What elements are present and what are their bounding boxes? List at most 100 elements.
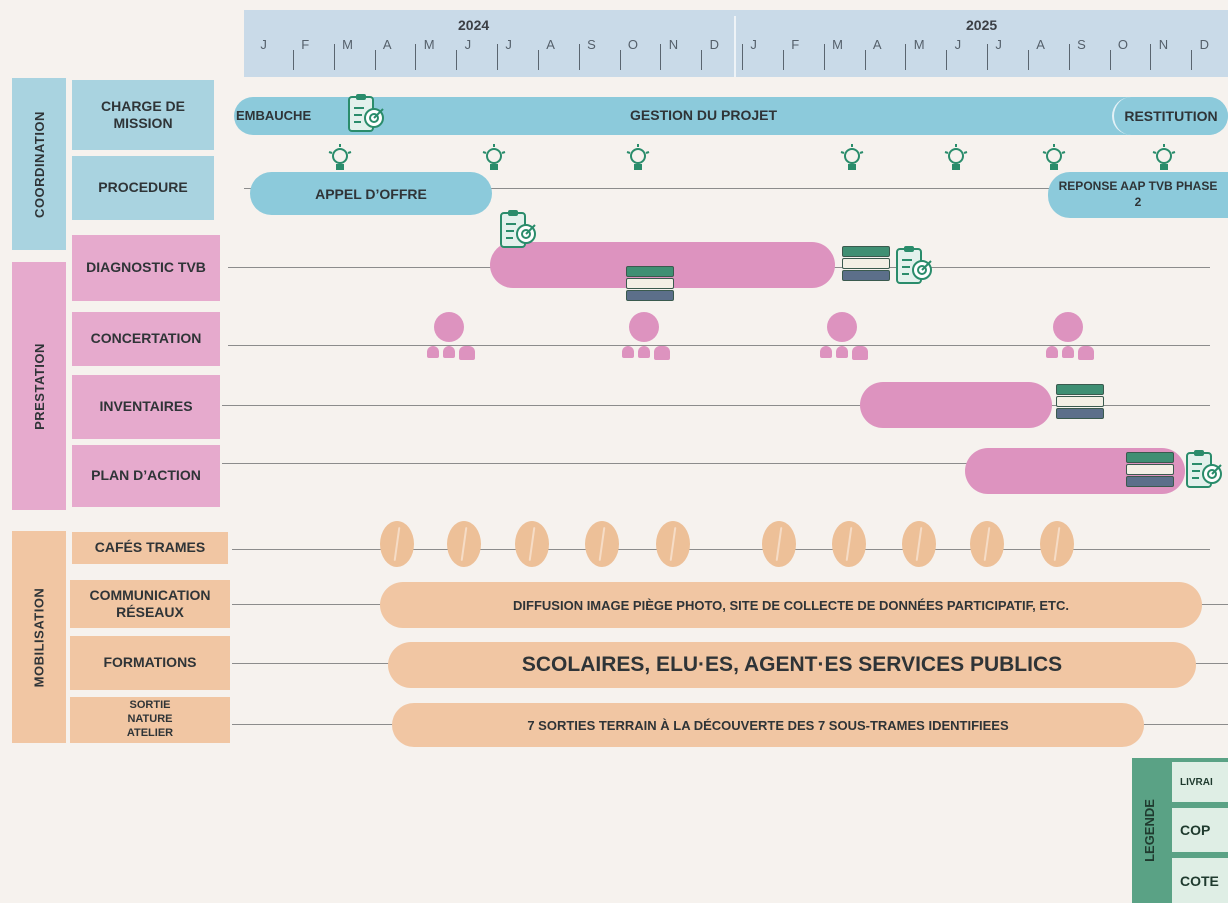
coffee-bean-icon — [832, 521, 866, 567]
lightbulb-icon — [1042, 144, 1066, 170]
month-tick — [782, 50, 784, 70]
month-label: O — [1117, 37, 1130, 52]
month-label: M — [832, 37, 844, 52]
month-label: A — [546, 37, 556, 52]
bar-gestion: GESTION DU PROJET — [630, 107, 778, 123]
row-label-diagnostic: DIAGNOSTIC TVB — [72, 235, 220, 301]
clipboard-target-icon — [348, 94, 384, 132]
people-icon — [1044, 312, 1094, 360]
row-label-sortie: SORTIE NATURE ATELIER — [70, 697, 230, 743]
bar-sortie: 7 SORTIES TERRAIN À LA DÉCOUVERTE DES 7 … — [392, 703, 1144, 747]
row-label-procedure: PROCEDURE — [72, 156, 214, 220]
coffee-bean-icon — [515, 521, 549, 567]
month-label: J — [995, 37, 1003, 52]
month-tick — [1109, 50, 1111, 70]
row-line-inventaires — [222, 405, 1210, 406]
group-coordination: COORDINATION — [12, 78, 66, 250]
lightbulb-icon — [482, 144, 506, 170]
legend-title-label: LEGENDE — [1141, 798, 1157, 862]
clipboard-target-icon — [500, 210, 536, 248]
bar-inventaires — [860, 382, 1052, 428]
month-tick — [578, 44, 580, 70]
month-label: J — [954, 37, 963, 52]
bar-communication: DIFFUSION IMAGE PIÈGE PHOTO, SITE DE COL… — [380, 582, 1202, 628]
month-label: A — [382, 37, 393, 52]
month-label: D — [709, 37, 720, 52]
bar-reponse-aap: REPONSE AAP TVB PHASE 2 — [1048, 172, 1228, 218]
row-label-charge-de-mission: CHARGE DE MISSION — [72, 80, 214, 150]
month-label: F — [791, 37, 801, 52]
month-tick — [864, 50, 866, 70]
year-2025-label: 2025 — [966, 17, 998, 33]
lightbulb-icon — [626, 144, 650, 170]
month-label: M — [423, 37, 436, 52]
group-coordination-label: COORDINATION — [31, 110, 47, 218]
books-icon — [842, 246, 890, 284]
group-mobilisation: MOBILISATION — [12, 531, 66, 743]
coffee-bean-icon — [1040, 521, 1074, 567]
bar-gestion-background — [234, 97, 1228, 135]
month-label: J — [750, 37, 758, 52]
row-label-communication: COMMUNICATION RÉSEAUX — [70, 580, 230, 628]
month-tick — [1068, 44, 1070, 70]
row-label-plan-action: PLAN D’ACTION — [72, 445, 220, 507]
month-label: D — [1199, 37, 1210, 52]
bar-formations: SCOLAIRES, ELU·ES, AGENT·ES SERVICES PUB… — [388, 642, 1196, 688]
month-tick — [1150, 44, 1152, 70]
month-label: F — [301, 37, 311, 52]
group-prestation-label: PRESTATION — [31, 342, 47, 430]
month-tick — [497, 44, 498, 70]
month-tick — [701, 50, 703, 70]
row-label-concertation: CONCERTATION — [72, 312, 220, 366]
coffee-bean-icon — [902, 521, 936, 567]
month-label: A — [872, 37, 883, 52]
legend-item-3: COTE — [1172, 858, 1228, 903]
month-tick — [292, 50, 294, 70]
month-label: M — [913, 37, 926, 52]
month-label: J — [464, 37, 473, 52]
coffee-bean-icon — [762, 521, 796, 567]
coffee-bean-icon — [447, 521, 481, 567]
month-label: J — [505, 37, 513, 52]
people-icon — [425, 312, 475, 360]
year-2024-label: 2024 — [458, 17, 490, 33]
people-icon — [818, 312, 868, 360]
legend-item-2: COP — [1172, 808, 1228, 852]
month-tick — [537, 50, 539, 70]
books-icon — [1056, 384, 1104, 422]
lightbulb-icon — [328, 144, 352, 170]
month-label: S — [1077, 37, 1087, 52]
row-label-inventaires: INVENTAIRES — [72, 375, 220, 439]
coffee-bean-icon — [585, 521, 619, 567]
coffee-bean-icon — [656, 521, 690, 567]
legend-item-1: LIVRAI — [1172, 762, 1228, 802]
books-icon — [1126, 452, 1174, 490]
month-tick — [415, 44, 417, 70]
month-tick — [987, 44, 988, 70]
month-label: N — [1158, 37, 1170, 52]
month-label: M — [342, 37, 354, 52]
month-label: S — [587, 37, 597, 52]
people-icon — [620, 312, 670, 360]
month-tick — [905, 44, 907, 70]
month-tick — [619, 50, 621, 70]
lightbulb-icon — [840, 144, 864, 170]
month-label: N — [668, 37, 680, 52]
month-tick — [374, 50, 376, 70]
legend-title: LEGENDE — [1131, 780, 1167, 880]
books-icon — [626, 266, 674, 304]
row-line-plan-action — [222, 463, 970, 464]
coffee-bean-icon — [380, 521, 414, 567]
group-mobilisation-label: MOBILISATION — [31, 587, 47, 687]
lightbulb-icon — [944, 144, 968, 170]
bar-appel-offre: APPEL D’OFFRE — [250, 172, 492, 215]
month-tick — [456, 50, 458, 70]
month-label: J — [260, 37, 268, 52]
month-tick — [946, 50, 948, 70]
year-separator — [734, 16, 736, 77]
month-tick — [742, 44, 743, 70]
clipboard-target-icon — [1186, 450, 1222, 488]
month-label: O — [627, 37, 640, 52]
bar-restitution: RESTITUTION — [1112, 97, 1228, 135]
group-prestation: PRESTATION — [12, 262, 66, 510]
